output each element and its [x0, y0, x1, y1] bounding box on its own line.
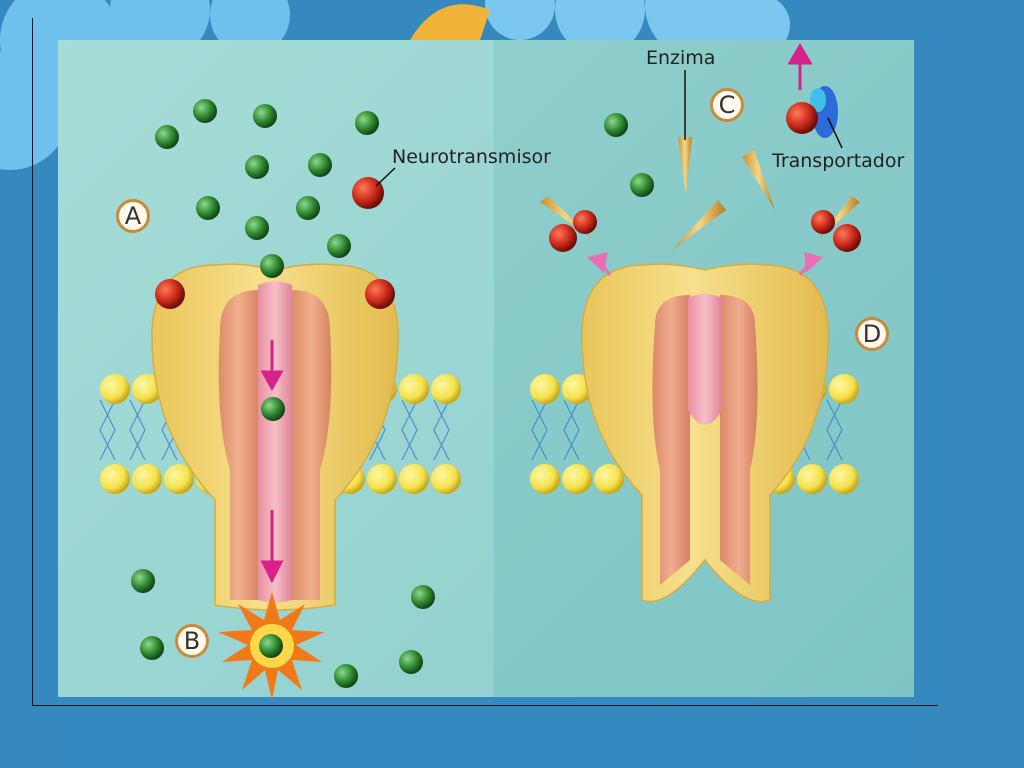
receptor-channel-closed — [581, 263, 829, 603]
sun-decoration — [410, 4, 490, 40]
neurotransmitter-free — [352, 177, 384, 209]
badge-b: B — [175, 624, 209, 658]
frame-line-vertical — [32, 18, 33, 706]
transporter-label: Transportador — [772, 150, 905, 172]
badge-a: A — [116, 199, 150, 233]
ion-molecules-right — [604, 113, 654, 197]
ion-molecules-left — [131, 99, 435, 688]
frame-line-horizontal — [32, 705, 938, 706]
flow-arrow — [260, 340, 284, 584]
transporter-pointer — [827, 117, 843, 149]
badge-c: C — [710, 88, 744, 122]
reuptake-arrow — [787, 43, 813, 90]
neurotransmitter-bound — [155, 279, 395, 309]
receptor-channel-open — [151, 263, 399, 611]
neurotransmitter-degraded — [549, 210, 861, 252]
neurotransmitter-label: Neurotransmisor — [392, 146, 551, 168]
transporter-protein — [786, 86, 838, 138]
release-arrow — [586, 251, 823, 276]
neurotransmitter-pointer — [375, 167, 396, 187]
enzyme-label: Enzima — [646, 47, 716, 69]
release-burst — [218, 592, 325, 700]
badge-d: D — [855, 317, 889, 351]
